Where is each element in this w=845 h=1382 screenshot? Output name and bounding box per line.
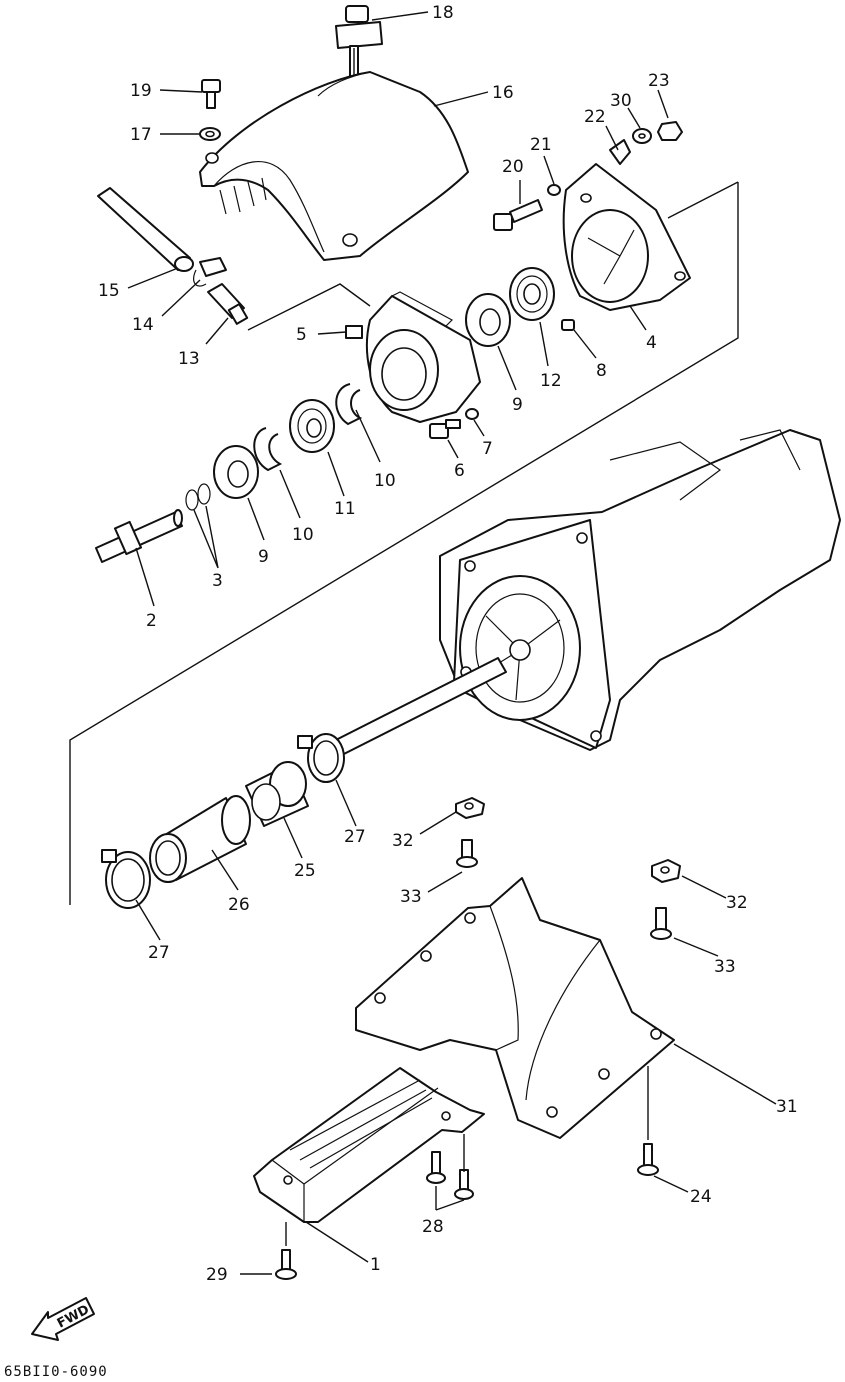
callout-14: 14 (132, 315, 154, 335)
part-10-circlip-upper (335, 383, 363, 426)
callout-25: 25 (294, 861, 316, 881)
callout-22: 22 (584, 107, 606, 127)
part-8-pin (561, 319, 575, 331)
part-6-bolt (429, 419, 461, 439)
bearing-housing (365, 291, 481, 423)
part-22-bracket (609, 139, 631, 165)
part-7-washer (465, 408, 479, 420)
figure-code: 65BII0-6090 (4, 1364, 108, 1380)
callout-30: 30 (610, 91, 632, 111)
callout-32-upper: 32 (392, 831, 414, 851)
part-25-bellows (245, 761, 309, 827)
callout-16: 16 (492, 83, 514, 103)
callout-27-lower: 27 (148, 943, 170, 963)
part-11-bearing (289, 399, 335, 453)
part-14-clip (193, 257, 227, 287)
part-30-washer (632, 128, 652, 144)
part-24-screw (637, 1143, 659, 1176)
callout-23: 23 (648, 71, 670, 91)
jet-pump-body (439, 429, 841, 751)
part-26-hose (149, 795, 251, 883)
callout-11: 11 (334, 499, 356, 519)
part-33-screw-upper (456, 839, 478, 868)
part-17-washer (199, 127, 221, 141)
part-19-screw (201, 79, 221, 109)
part-32-nut-lower (651, 859, 681, 883)
callout-6: 6 (454, 461, 465, 481)
part-31-ride-plate (355, 877, 675, 1139)
part-9-bearing-lower (213, 445, 259, 499)
callout-18: 18 (432, 3, 454, 23)
callout-20: 20 (502, 157, 524, 177)
callout-12: 12 (540, 371, 562, 391)
assembly-outline (69, 181, 739, 905)
callout-9-lower: 9 (258, 547, 269, 567)
callout-5: 5 (296, 325, 307, 345)
part-18-bolt (335, 5, 383, 81)
callout-26: 26 (228, 895, 250, 915)
callout-13: 13 (178, 349, 200, 369)
callout-4: 4 (646, 333, 657, 353)
part-10-circlip-lower (253, 427, 283, 472)
callout-31: 31 (776, 1097, 798, 1117)
part-5-nut (345, 325, 363, 339)
part-15-hose (97, 187, 194, 272)
fwd-arrow-icon: FWD (31, 1297, 95, 1341)
part-2-drive-shaft (95, 509, 183, 563)
callout-10-lower: 10 (292, 525, 314, 545)
callout-32-lower: 32 (726, 893, 748, 913)
part-1-intake-grate (253, 1067, 485, 1223)
callout-10-upper: 10 (374, 471, 396, 491)
part-13-fitting (207, 283, 249, 325)
part-27-clamp-lower (101, 849, 151, 909)
part-16-cover (199, 71, 469, 261)
callout-7: 7 (482, 439, 493, 459)
callout-17: 17 (130, 125, 152, 145)
part-33-screw-lower (650, 907, 672, 940)
callout-9-upper: 9 (512, 395, 523, 415)
callout-24: 24 (690, 1187, 712, 1207)
leader-lines (127, 11, 777, 1275)
callout-21: 21 (530, 135, 552, 155)
callout-19: 19 (130, 81, 152, 101)
part-9-bearing-upper (465, 293, 511, 347)
callout-15: 15 (98, 281, 120, 301)
callout-33-lower: 33 (714, 957, 736, 977)
callout-27-upper: 27 (344, 827, 366, 847)
callout-1: 1 (370, 1255, 381, 1275)
callout-2: 2 (146, 611, 157, 631)
part-23-nut (657, 121, 683, 141)
part-27-clamp-upper (297, 733, 345, 783)
callout-29: 29 (206, 1265, 228, 1285)
part-29-screw (275, 1249, 297, 1280)
callout-33-upper: 33 (400, 887, 422, 907)
part-32-nut-upper (455, 797, 485, 819)
part-3-o-rings (185, 483, 211, 511)
callout-3: 3 (212, 571, 223, 591)
main-shaft (319, 657, 507, 763)
part-21-washer (547, 184, 561, 196)
part-4-housing (562, 163, 691, 311)
callout-8: 8 (596, 361, 607, 381)
part-28-screws (426, 1151, 474, 1200)
part-12-seal (509, 267, 555, 321)
callout-28: 28 (422, 1217, 444, 1237)
callout-labels: 18 16 19 17 15 14 13 5 20 21 22 30 23 8 … (98, 3, 798, 1285)
part-20-bolt (493, 199, 543, 231)
